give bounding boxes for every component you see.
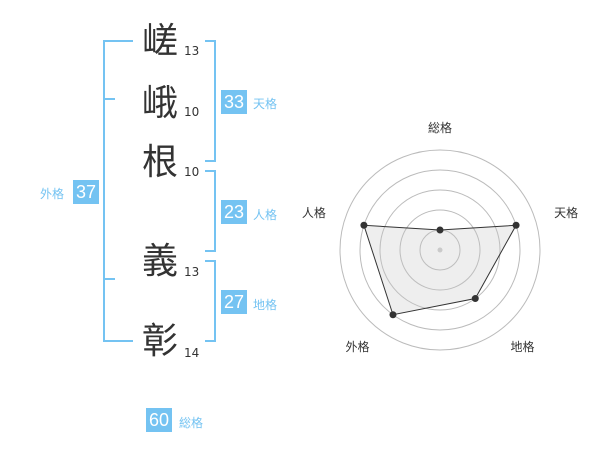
gaikaku-value: 37 <box>73 180 99 204</box>
gaikaku-label: 外格 <box>40 187 65 201</box>
radar-point-4 <box>389 311 397 319</box>
radar-point-5 <box>360 221 368 229</box>
jinkaku-bracket <box>205 170 216 252</box>
jinkaku-label: 人格 <box>253 208 278 222</box>
gaikaku-bracket-tick-2 <box>103 278 115 280</box>
radar-axis-label-2: 天格 <box>554 205 578 220</box>
gaikaku-bracket-tick-1 <box>103 98 115 100</box>
tenkaku-label: 天格 <box>253 97 278 111</box>
name-char-3: 根 <box>142 142 179 183</box>
soukaku-label: 総格 <box>179 416 204 430</box>
stroke-count-2: 10 <box>184 105 200 119</box>
chikaku-label: 地格 <box>253 298 278 312</box>
radar-axis-label-5: 人格 <box>302 205 326 220</box>
stroke-count-1: 13 <box>184 44 200 58</box>
tenkaku-value: 33 <box>221 90 247 114</box>
name-char-1: 嵯 <box>142 21 179 62</box>
soukaku-value: 60 <box>146 408 172 432</box>
radar-ring <box>399 209 481 291</box>
radar-ring <box>359 169 521 331</box>
radar-point-3 <box>471 295 479 303</box>
tenkaku-bracket <box>205 40 216 162</box>
radar-axis-label-3: 地格 <box>511 339 535 354</box>
radar-ring <box>339 149 541 351</box>
radar-ring <box>379 189 501 311</box>
radar-series-polygon <box>363 224 517 316</box>
name-char-4: 義 <box>142 241 179 282</box>
stroke-count-5: 14 <box>184 346 200 360</box>
chikaku-bracket <box>205 260 216 342</box>
stroke-count-3: 10 <box>184 165 200 179</box>
radar-center <box>437 247 443 253</box>
name-char-2: 峨 <box>142 83 179 124</box>
stroke-count-4: 13 <box>184 265 200 279</box>
chikaku-value: 27 <box>221 290 247 314</box>
radar-axis-label-4: 外格 <box>345 339 369 354</box>
radar-point-1 <box>436 226 444 234</box>
gaikaku-bracket <box>103 40 133 342</box>
radar-point-2 <box>512 221 520 229</box>
name-char-5: 彰 <box>142 321 179 362</box>
jinkaku-value: 23 <box>221 200 247 224</box>
radar-axis-label-1: 総格 <box>428 120 452 135</box>
